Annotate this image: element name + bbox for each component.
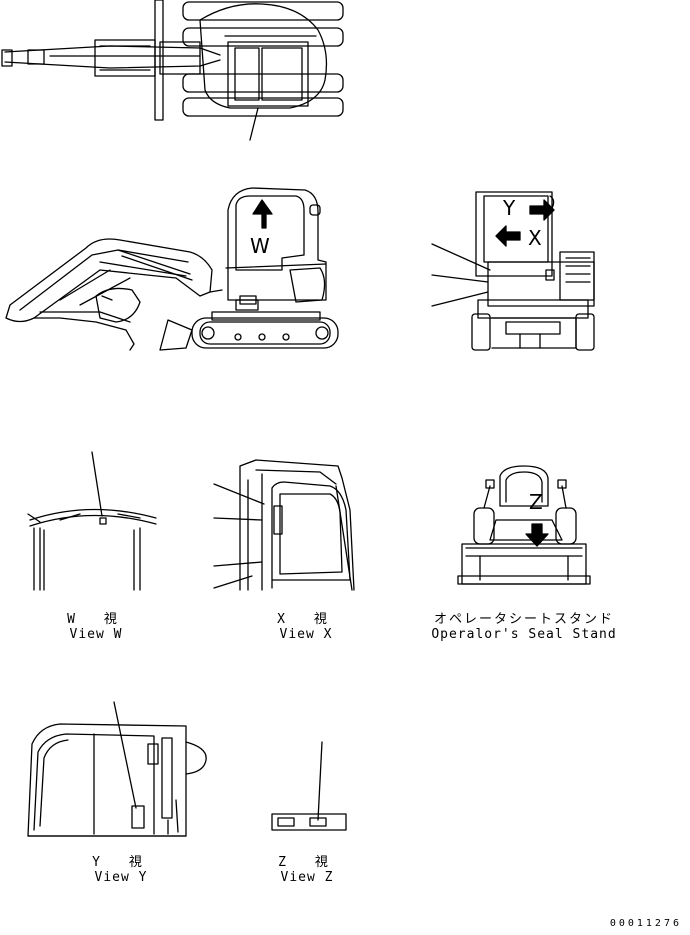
caption-view-x-jp: X 視 [277, 612, 335, 627]
caption-view-x: X 視 View X [277, 612, 335, 642]
view-z-drawing [271, 741, 347, 831]
caption-seat-stand-en: Operalor's Seal Stand [431, 627, 617, 642]
caption-view-y-jp: Y 視 [92, 855, 150, 870]
caption-view-w-en: View W [69, 627, 123, 642]
caption-view-w-jp: W 視 [67, 612, 125, 627]
caption-view-y: Y 視 View Y [92, 855, 150, 885]
caption-view-z-en: View Z [280, 870, 334, 885]
marker-z: Z [529, 490, 543, 514]
marker-w: W [250, 234, 270, 258]
excavator-side-view [5, 187, 339, 351]
caption-view-x-en: View X [279, 627, 333, 642]
view-w-drawing [27, 451, 157, 591]
caption-view-z: Z 視 View Z [278, 855, 336, 885]
excavator-rear-view [431, 191, 595, 351]
excavator-top-view [1, 0, 344, 141]
view-y-drawing [27, 701, 207, 837]
caption-view-w: W 視 View W [67, 612, 125, 642]
view-x-drawing [213, 459, 355, 591]
caption-seat-stand-jp: オペレータシートスタンド [433, 612, 614, 627]
caption-view-y-en: View Y [94, 870, 148, 885]
caption-seat-stand: オペレータシートスタンド Operalor's Seal Stand [431, 612, 616, 642]
document-number: 00011276 [609, 918, 682, 929]
caption-view-z-jp: Z 視 [278, 855, 336, 870]
marker-x: X [528, 226, 542, 250]
seat-stand-drawing [457, 465, 591, 585]
marker-y: Y [503, 196, 516, 220]
